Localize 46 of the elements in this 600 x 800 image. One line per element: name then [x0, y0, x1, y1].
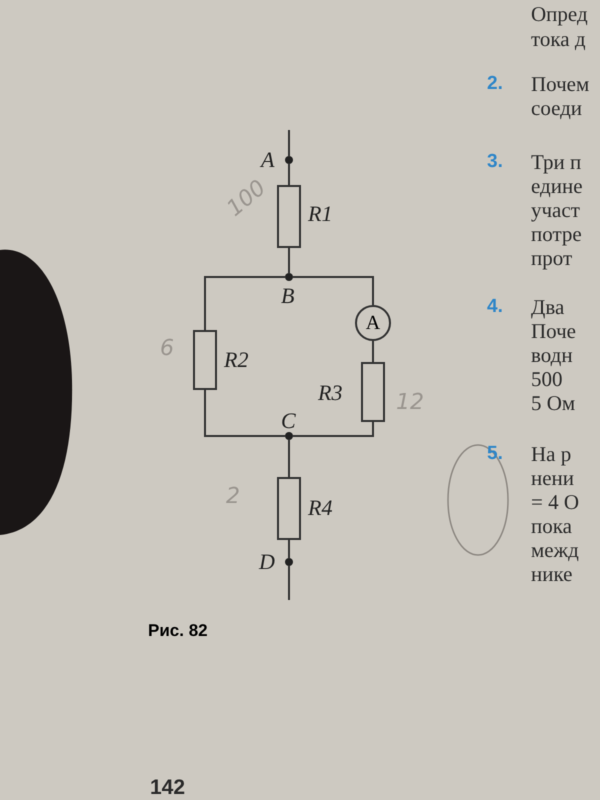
wire — [288, 164, 290, 185]
text-fragment: водн — [531, 343, 573, 367]
text-fragment: нике — [531, 562, 572, 586]
text-fragment: потре — [531, 222, 582, 246]
question-number: 4. — [487, 295, 503, 319]
wire — [372, 341, 374, 362]
text-fragment: 5 Ом — [531, 391, 576, 415]
question-number: 3. — [487, 150, 503, 174]
wire — [288, 130, 290, 156]
wire — [293, 276, 374, 305]
wire — [288, 248, 290, 273]
resistor-label: R2 — [224, 349, 248, 371]
point-label: A — [261, 149, 274, 171]
resistor-label: R3 — [318, 382, 342, 404]
wire — [288, 566, 290, 600]
text-fragment: нени — [531, 466, 574, 490]
text-fragment: участ — [531, 198, 580, 222]
text-fragment: едине — [531, 174, 583, 198]
wire — [293, 422, 374, 437]
text-fragment: 500 — [531, 367, 562, 391]
figure-caption: Рис. 82 — [148, 621, 208, 641]
point-label: D — [259, 551, 275, 573]
text-fragment: На р — [531, 442, 572, 466]
wire — [204, 276, 285, 330]
resistor-label: R1 — [308, 203, 332, 225]
resistor-label: R4 — [308, 497, 332, 519]
question-number: 2. — [487, 72, 503, 96]
ammeter-symbol: A — [355, 305, 391, 341]
wire — [204, 390, 285, 437]
wire — [288, 440, 290, 477]
wire — [288, 540, 290, 558]
text-fragment: Два — [531, 295, 564, 319]
text-fragment: Три п — [531, 150, 582, 174]
text-fragment: Опред — [531, 2, 588, 26]
text-fragment: = 4 О — [531, 490, 580, 514]
page-number: 142 — [150, 776, 186, 800]
text-fragment: пока — [531, 514, 572, 538]
text-fragment: межд — [531, 538, 579, 562]
text-fragment: прот — [531, 246, 572, 270]
text-fragment: тока д — [531, 27, 586, 51]
text-fragment: Поче — [531, 319, 576, 343]
point-label: B — [281, 285, 294, 307]
text-fragment: Почем — [531, 72, 590, 96]
text-fragment: соеди — [531, 96, 582, 120]
question-number: 5. — [487, 442, 503, 466]
point-label: C — [281, 410, 296, 432]
